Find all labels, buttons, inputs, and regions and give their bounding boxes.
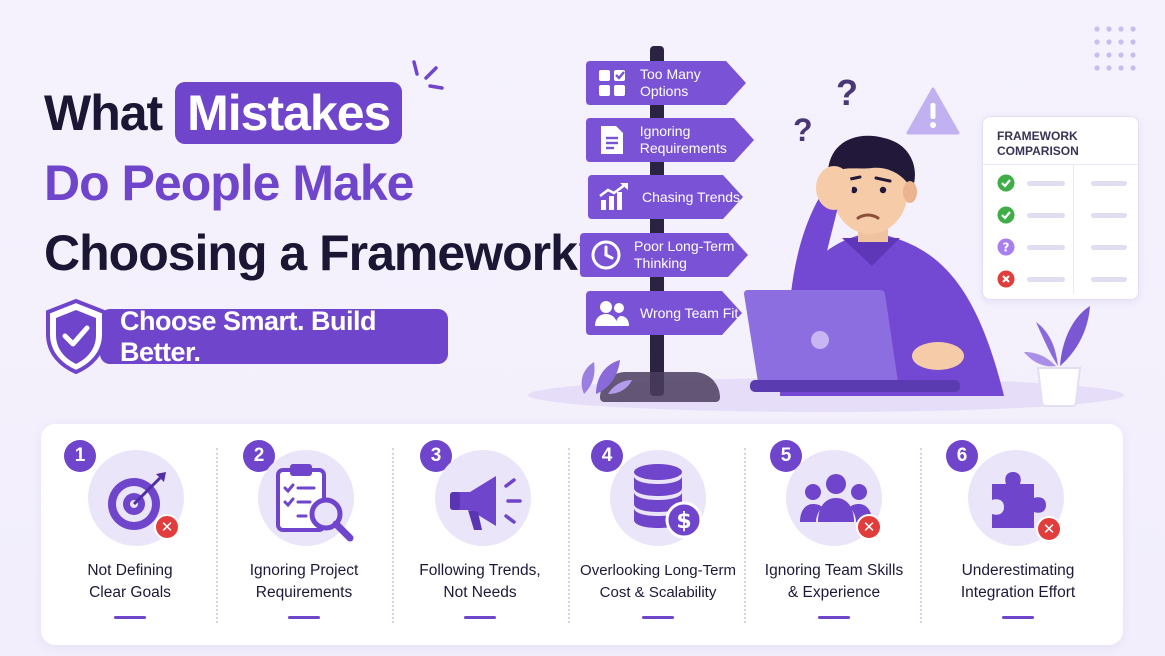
mistake-caption: Overlooking Long-Term Cost & Scalability <box>572 560 744 604</box>
sign-chasing-trends: Chasing Trends <box>588 175 743 219</box>
caption-line: & Experience <box>787 584 881 601</box>
mistake-caption: Not Defining Clear Goals <box>44 560 216 604</box>
card-divider-line <box>1073 164 1074 294</box>
target-icon <box>108 472 166 530</box>
caption-underline <box>642 616 674 619</box>
caption-underline <box>288 616 320 619</box>
people-icon <box>594 295 630 331</box>
placeholder-bar <box>1027 244 1065 250</box>
comparison-row <box>997 205 1127 225</box>
caption-line: Requirements <box>255 584 353 601</box>
caption-line: Underestimating <box>961 562 1075 579</box>
sign-too-many-options: Too Many Options <box>586 61 746 105</box>
question-mark-icon: ? <box>836 72 858 113</box>
caption-underline <box>464 616 496 619</box>
placeholder-bar <box>1091 244 1127 250</box>
caption-line: Not Defining <box>87 562 173 579</box>
framework-card-title: FRAMEWORK COMPARISON <box>997 129 1079 158</box>
clock-icon <box>588 237 624 273</box>
sign-label: Chasing Trends <box>642 188 741 205</box>
mistake-caption: Ignoring Team Skills & Experience <box>748 560 920 604</box>
shield-check-icon <box>46 298 106 374</box>
placeholder-bar <box>1091 212 1127 218</box>
placeholder-bar <box>1027 180 1065 186</box>
caption-underline <box>818 616 850 619</box>
headline-word: What <box>44 85 163 141</box>
mistake-number-badge: 1 <box>64 440 96 472</box>
card-divider-line <box>983 164 1140 165</box>
mistake-caption: Ignoring Project Requirements <box>218 560 390 604</box>
team-icon <box>800 474 872 522</box>
mistake-caption: Underestimating Integration Effort <box>932 560 1104 604</box>
laptop-icon <box>744 290 960 392</box>
svg-text:?: ? <box>1003 241 1010 255</box>
mistake-number-badge: 4 <box>591 440 623 472</box>
database-dollar-icon: $ <box>634 464 703 539</box>
sign-label: Poor Long-Term Thinking <box>634 238 735 271</box>
clipboard-search-icon <box>276 464 354 542</box>
megaphone-icon <box>450 476 522 530</box>
caption-line: Overlooking Long-Term <box>580 562 736 579</box>
question-circle-icon: ? <box>997 238 1015 256</box>
caption-underline <box>1002 616 1034 619</box>
check-circle-icon <box>997 174 1015 192</box>
dot-grid-decoration <box>1094 26 1136 71</box>
error-x-icon: ✕ <box>1036 516 1062 542</box>
plant-leaves-decoration <box>581 360 632 394</box>
column-divider <box>392 448 394 623</box>
headline-line-2: Do People Make <box>44 155 414 211</box>
tagline-text: Choose Smart. Build Better. <box>120 305 377 367</box>
caption-line: Following Trends, <box>419 562 541 579</box>
error-x-icon: ✕ <box>856 514 882 540</box>
framework-comparison-card: FRAMEWORK COMPARISON ? <box>982 116 1140 300</box>
tagline-banner: Choose Smart. Build Better. <box>100 306 448 367</box>
sign-label: Wrong Team Fit <box>640 304 739 321</box>
warning-triangle-icon <box>906 87 960 135</box>
caption-underline <box>114 616 146 619</box>
sign-poor-long-term-thinking: Poor Long-Term Thinking <box>580 233 748 277</box>
puzzle-icon <box>992 472 1046 528</box>
column-divider <box>744 448 746 623</box>
placeholder-bar <box>1091 276 1127 282</box>
column-divider <box>568 448 570 623</box>
mistakes-panel <box>41 424 1123 645</box>
sign-wrong-team-fit: Wrong Team Fit <box>586 291 742 335</box>
spark-lines-icon <box>412 60 444 90</box>
cross-circle-icon <box>997 270 1015 288</box>
headline-line-1: What Mistakes <box>44 78 604 148</box>
column-divider <box>920 448 922 623</box>
trend-chart-icon <box>596 179 632 215</box>
mistake-number-badge: 2 <box>243 440 275 472</box>
mistake-caption: Following Trends, Not Needs <box>394 560 566 604</box>
mistake-number-badge: 6 <box>946 440 978 472</box>
caption-line: Cost & Scalability <box>599 584 717 601</box>
check-circle-icon <box>997 206 1015 224</box>
error-x-icon: ✕ <box>154 514 180 540</box>
document-icon <box>594 122 630 158</box>
caption-line: Integration Effort <box>960 584 1076 601</box>
sign-label: Too Many Options <box>640 66 701 99</box>
headline-line-3: Choosing a Framework? <box>44 225 607 281</box>
placeholder-bar <box>1091 180 1127 186</box>
caption-line: Not Needs <box>443 584 517 601</box>
grid-apps-icon <box>594 65 630 101</box>
sign-ignoring-requirements: Ignoring Requirements <box>586 118 754 162</box>
placeholder-bar <box>1027 212 1065 218</box>
caption-line: Clear Goals <box>89 584 171 601</box>
svg-text:$: $ <box>676 509 691 534</box>
placeholder-bar <box>1027 276 1065 282</box>
column-divider <box>216 448 218 623</box>
headline-highlight: Mistakes <box>175 82 403 144</box>
sign-label: Ignoring Requirements <box>639 123 727 156</box>
comparison-row <box>997 269 1127 289</box>
question-mark-icon: ? <box>793 112 813 148</box>
potted-plant-decoration <box>1024 306 1090 407</box>
comparison-row <box>997 173 1127 193</box>
comparison-row: ? <box>997 237 1127 257</box>
caption-line: Ignoring Project <box>249 562 359 579</box>
caption-line: Ignoring Team Skills <box>764 562 904 579</box>
headline: What Mistakes Do People Make Choosing a … <box>44 78 607 288</box>
